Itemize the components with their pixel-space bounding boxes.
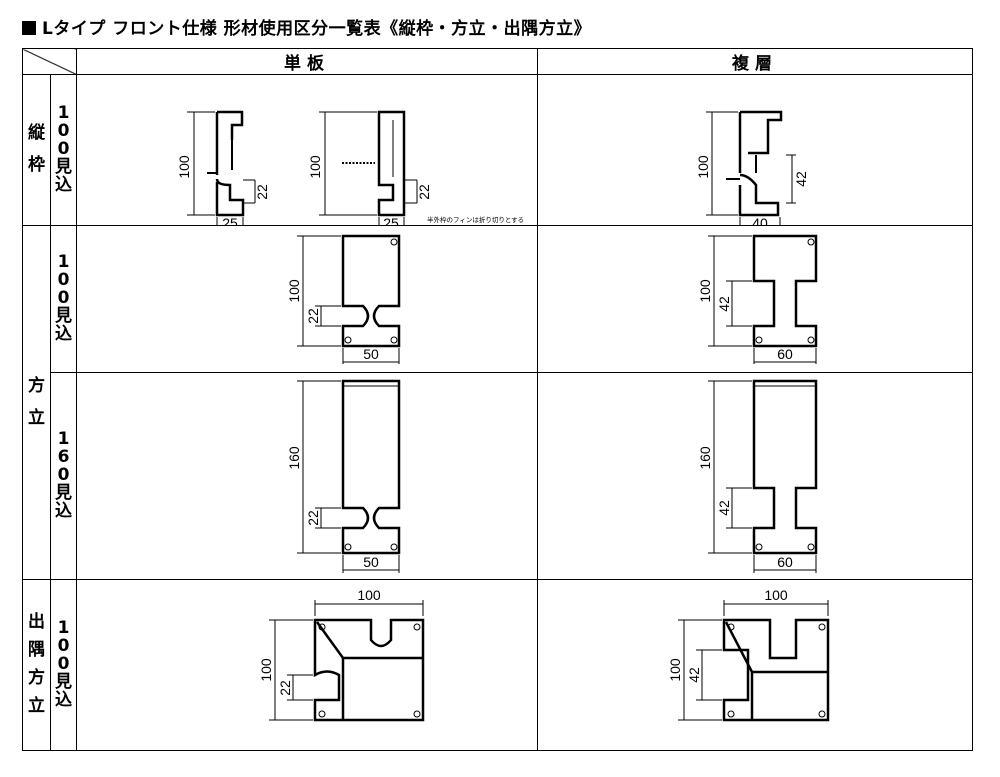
- dim-inner-b: 22: [416, 184, 432, 200]
- dim-height: 160: [697, 446, 713, 470]
- dim-inner: 42: [793, 171, 809, 187]
- square-bullet-icon: [22, 21, 36, 35]
- cell-houdate100-single: 100 22 50: [76, 225, 538, 373]
- cell-dezumi-double: 100 100 42: [537, 579, 973, 751]
- dim-inner: 22: [305, 510, 321, 526]
- dim-width-a: 25: [222, 215, 238, 225]
- dim-width: 100: [764, 587, 788, 603]
- row-group-houdate: 方立: [22, 225, 51, 580]
- cell-houdate160-single: 160 22 50: [76, 372, 538, 580]
- dim-inner: 22: [277, 680, 293, 696]
- houdate100-double-drawing: 100 42 60: [697, 234, 818, 364]
- dim-height: 100: [258, 658, 274, 682]
- dim-height: 100: [286, 279, 302, 303]
- dim-width: 60: [777, 554, 793, 570]
- dim-height: 100: [695, 155, 711, 179]
- houdate160-single-drawing: 160 22 50: [286, 379, 401, 573]
- cell-dezumi-single: 100 100 22: [76, 579, 538, 751]
- tatewaku-single-drawing: 100 22 25 100 22 25 半外枠のフィンは折り切りとする: [176, 110, 524, 225]
- tatewaku-double-drawing: 100 42 40: [695, 110, 809, 225]
- column-header-single: 単板: [76, 48, 538, 75]
- dezumi-double-drawing: 100 100 42: [667, 587, 830, 722]
- dim-width: 50: [363, 346, 379, 362]
- cell-tatewaku-double: 100 42 40: [537, 74, 973, 226]
- dim-height: 100: [697, 279, 713, 303]
- row-group-dezumi: 出隅方立: [22, 579, 51, 751]
- dim-height-b: 100: [307, 155, 323, 179]
- dim-height: 100: [667, 658, 683, 682]
- page-title-text: Lタイプ フロント仕様 形材使用区分一覧表《縦枠・方立・出隅方立》: [42, 19, 592, 39]
- note-text: 半外枠のフィンは折り切りとする: [427, 215, 524, 224]
- houdate100-single-drawing: 100 22 50: [286, 234, 401, 364]
- dim-inner: 42: [686, 667, 702, 683]
- dim-width: 40: [752, 215, 768, 225]
- houdate160-double-drawing: 160 42 60: [697, 379, 818, 573]
- row-group-tatewaku: 縦枠: [22, 74, 51, 226]
- cell-houdate160-double: 160 42 60: [537, 372, 973, 580]
- dim-inner: 22: [305, 308, 321, 324]
- dim-inner: 42: [716, 500, 732, 516]
- corner-cell: [22, 48, 77, 75]
- dim-inner: 42: [716, 296, 732, 312]
- dim-width: 100: [357, 587, 381, 603]
- page-title: Lタイプ フロント仕様 形材使用区分一覧表《縦枠・方立・出隅方立》: [22, 14, 591, 39]
- column-header-double: 複層: [537, 48, 973, 75]
- dezumi-single-drawing: 100 100 22: [258, 587, 425, 722]
- cell-tatewaku-single: 100 22 25 100 22 25 半外枠のフィンは折り切りとする: [76, 74, 538, 226]
- dim-width: 50: [363, 554, 379, 570]
- dim-width: 60: [777, 346, 793, 362]
- dim-height: 160: [286, 446, 302, 470]
- dim-height-a: 100: [176, 155, 192, 179]
- dim-width-b: 25: [383, 215, 399, 225]
- cell-houdate100-double: 100 42 60: [537, 225, 973, 373]
- dim-inner-a: 22: [254, 184, 270, 200]
